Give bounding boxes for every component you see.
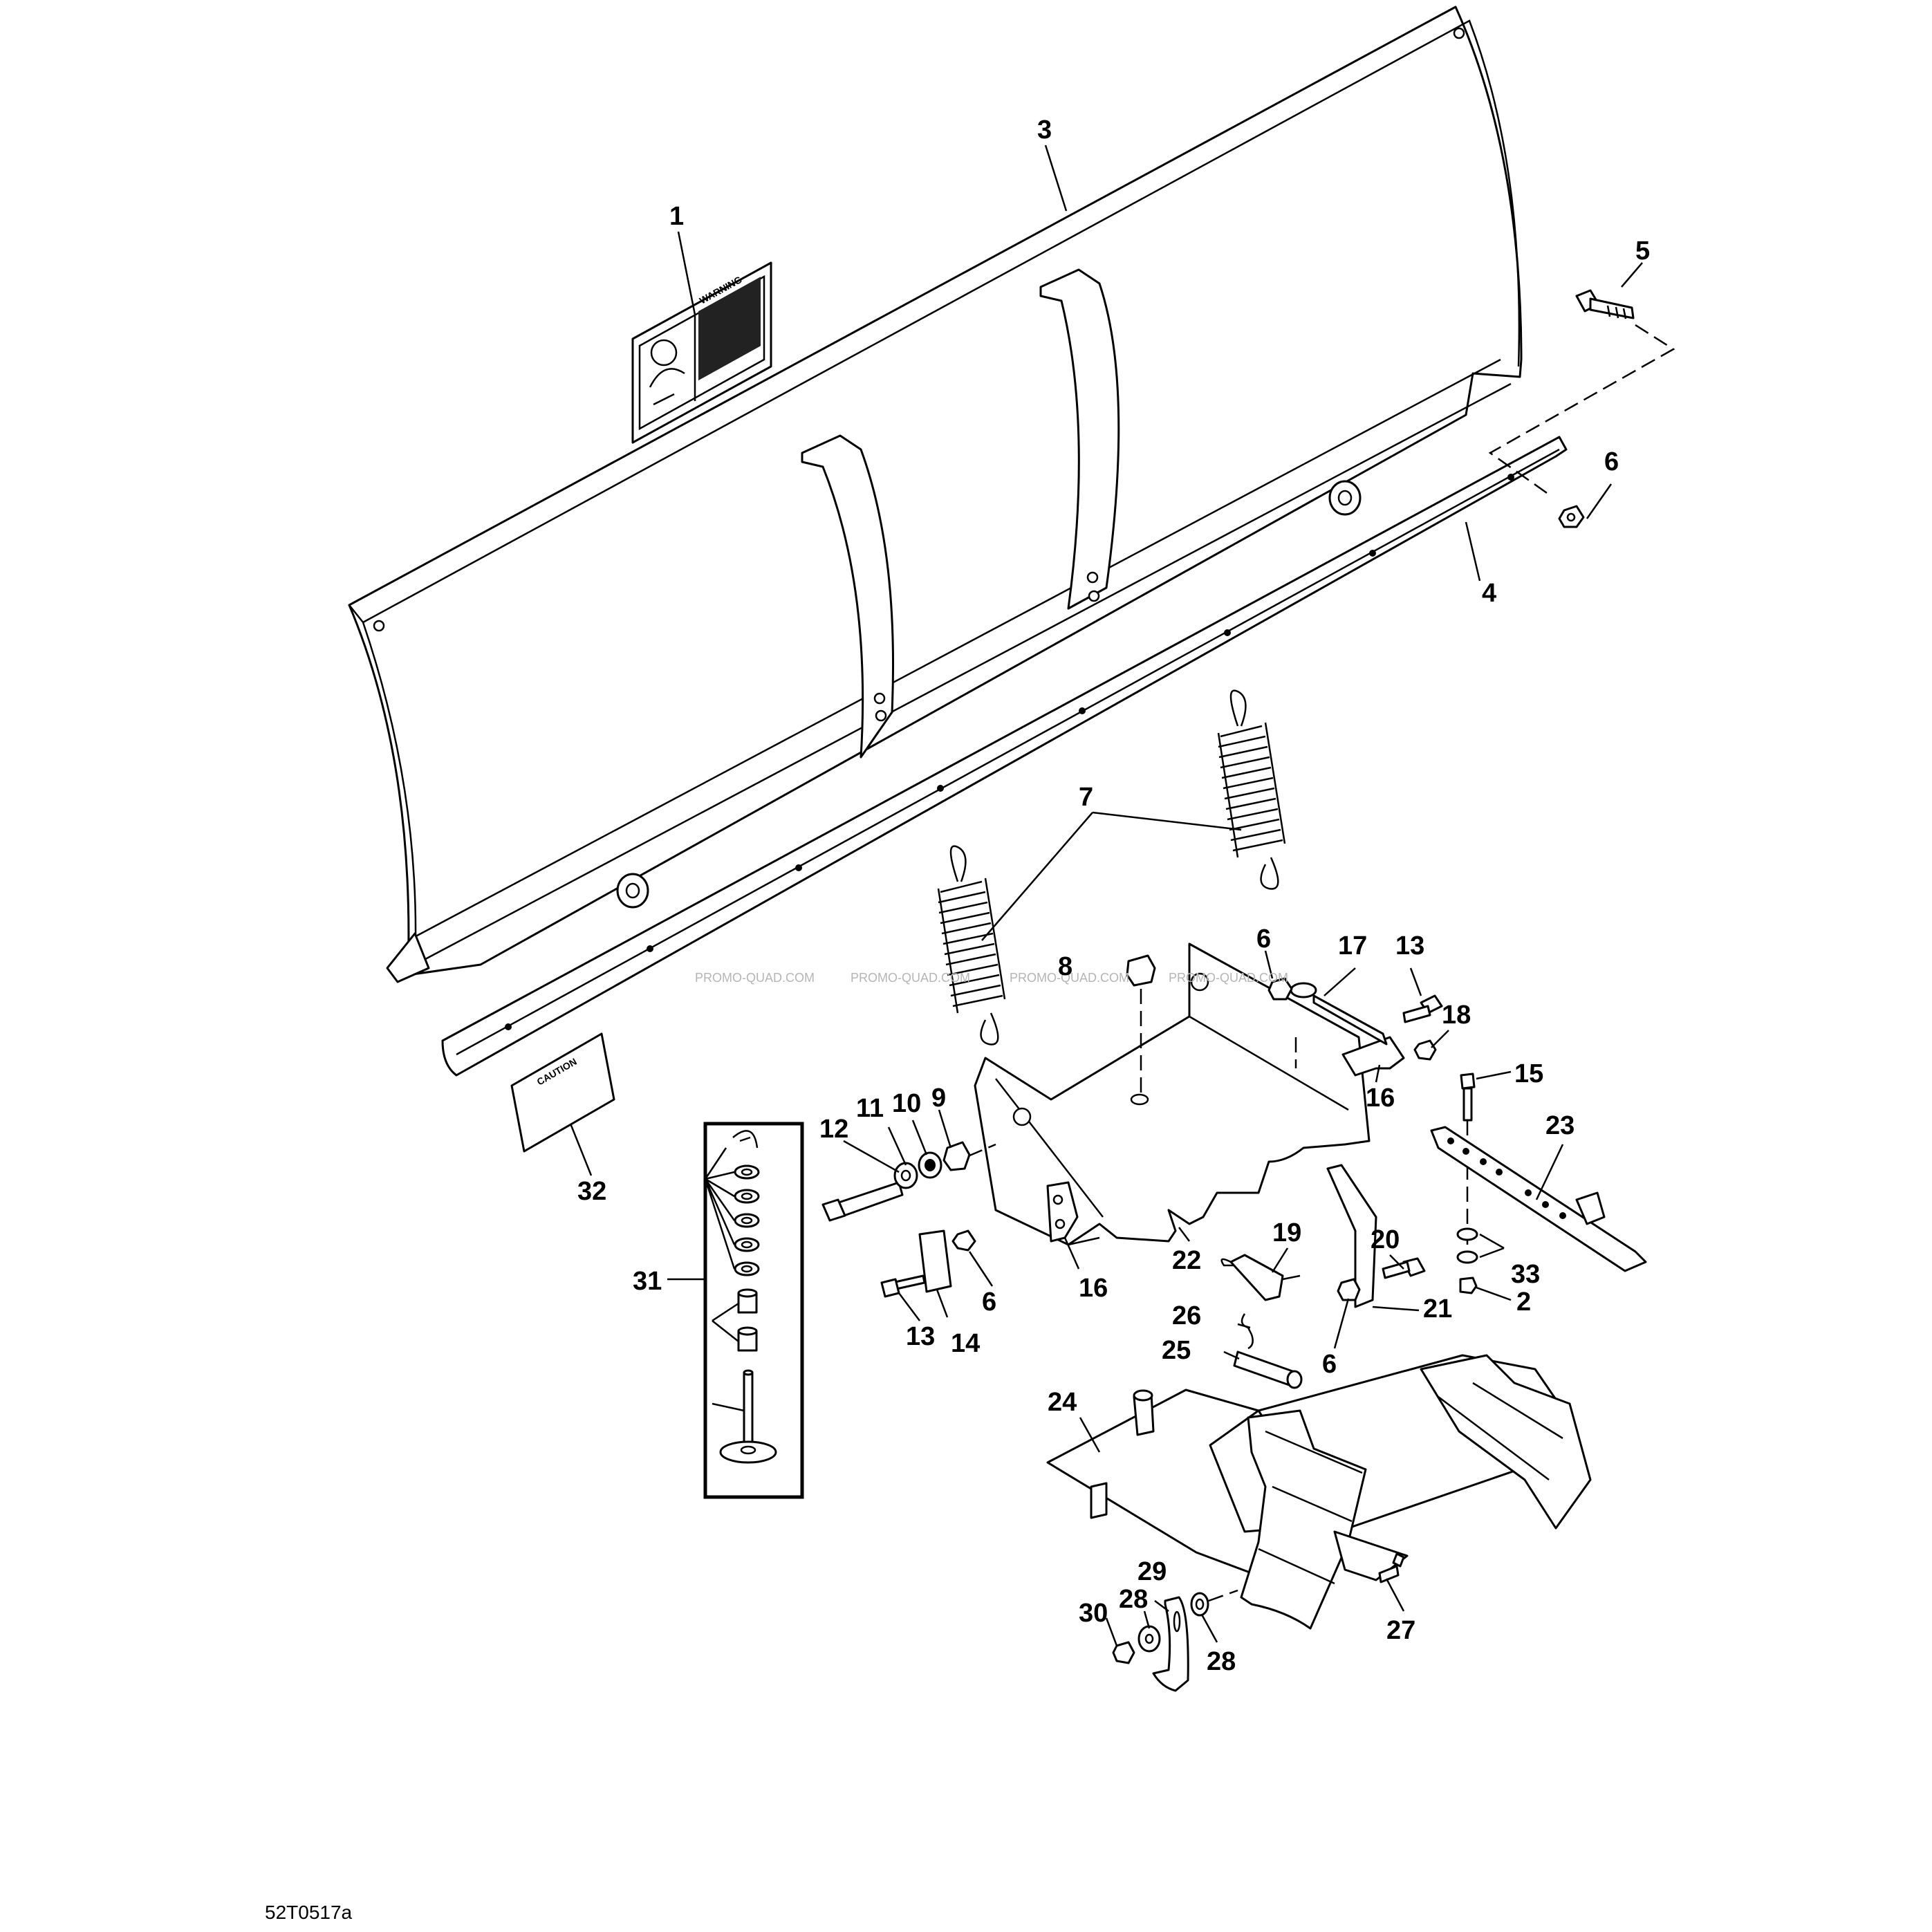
callout-32: 32: [577, 1177, 606, 1206]
watermark-1: PROMO-QUAD.COM: [695, 971, 815, 985]
callout-27: 27: [1386, 1616, 1415, 1645]
mount-bracket: [974, 942, 1443, 1246]
callout-12: 12: [819, 1115, 848, 1144]
callout-33: 33: [1511, 1260, 1540, 1289]
callout-14: 14: [951, 1329, 980, 1358]
callout-31: 31: [633, 1267, 662, 1296]
callout-16: 16: [1366, 1084, 1395, 1113]
callout-6d: 6: [1322, 1350, 1337, 1379]
blade-bolt: [1488, 289, 1675, 528]
watermark-2: PROMO-QUAD.COM: [851, 971, 970, 985]
warning-decal: WARNING: [631, 261, 772, 444]
callout-24: 24: [1048, 1388, 1077, 1417]
clamp-lower: [1046, 1181, 1079, 1243]
callout-18: 18: [1442, 1001, 1471, 1030]
callout-11: 11: [856, 1094, 884, 1123]
spring-upper: [1217, 689, 1286, 890]
callout-15: 15: [1514, 1059, 1543, 1088]
callout-28b: 28: [1207, 1647, 1236, 1676]
callout-9: 9: [931, 1084, 946, 1113]
callout-29: 29: [1137, 1557, 1167, 1586]
adjustment-bar: [1430, 1072, 1647, 1294]
leader-lines: [569, 145, 1643, 1646]
callout-22: 22: [1172, 1246, 1201, 1275]
callout-26: 26: [1172, 1301, 1201, 1330]
callout-13b: 13: [906, 1322, 935, 1351]
callout-20: 20: [1371, 1225, 1400, 1254]
callout-25: 25: [1162, 1336, 1191, 1365]
clamp-plate: [880, 1229, 976, 1298]
callout-17: 17: [1338, 931, 1367, 960]
callout-13: 13: [1395, 931, 1424, 960]
callout-7: 7: [1079, 783, 1093, 812]
pivot-bolt: [821, 1141, 996, 1222]
callout-10: 10: [892, 1089, 921, 1118]
callout-6c: 6: [982, 1288, 996, 1317]
callout-19: 19: [1272, 1218, 1301, 1247]
watermark-3: PROMO-QUAD.COM: [1010, 971, 1129, 985]
figure-id: 52T0517a: [265, 1902, 353, 1923]
callouts: 1 2 3 4 5 6 6 6 6 7 8 9 10 11 12 13 13 1…: [577, 115, 1650, 1676]
callout-30: 30: [1079, 1599, 1108, 1628]
spring-lower: [937, 845, 1006, 1046]
cutting-edge: [441, 436, 1568, 1077]
callout-3: 3: [1037, 115, 1052, 145]
callout-5: 5: [1635, 236, 1650, 266]
callout-23: 23: [1545, 1111, 1575, 1140]
callout-8: 8: [1058, 952, 1072, 981]
watermark-4: PROMO-QUAD.COM: [1169, 971, 1288, 985]
callout-16b: 16: [1079, 1274, 1108, 1303]
callout-21: 21: [1423, 1294, 1452, 1323]
plow-blade: WARNING: [348, 6, 1523, 983]
mount-frame: [1046, 1354, 1592, 1630]
callout-4: 4: [1482, 579, 1496, 608]
callout-1: 1: [669, 202, 684, 231]
lift-handle: [1220, 1164, 1426, 1389]
callout-6b: 6: [1256, 925, 1271, 954]
callout-28: 28: [1119, 1585, 1148, 1614]
hardware-kit: [703, 1122, 804, 1499]
callout-6: 6: [1604, 447, 1619, 476]
callout-2: 2: [1516, 1288, 1531, 1317]
caution-decal: CAUTION: [510, 1032, 615, 1153]
